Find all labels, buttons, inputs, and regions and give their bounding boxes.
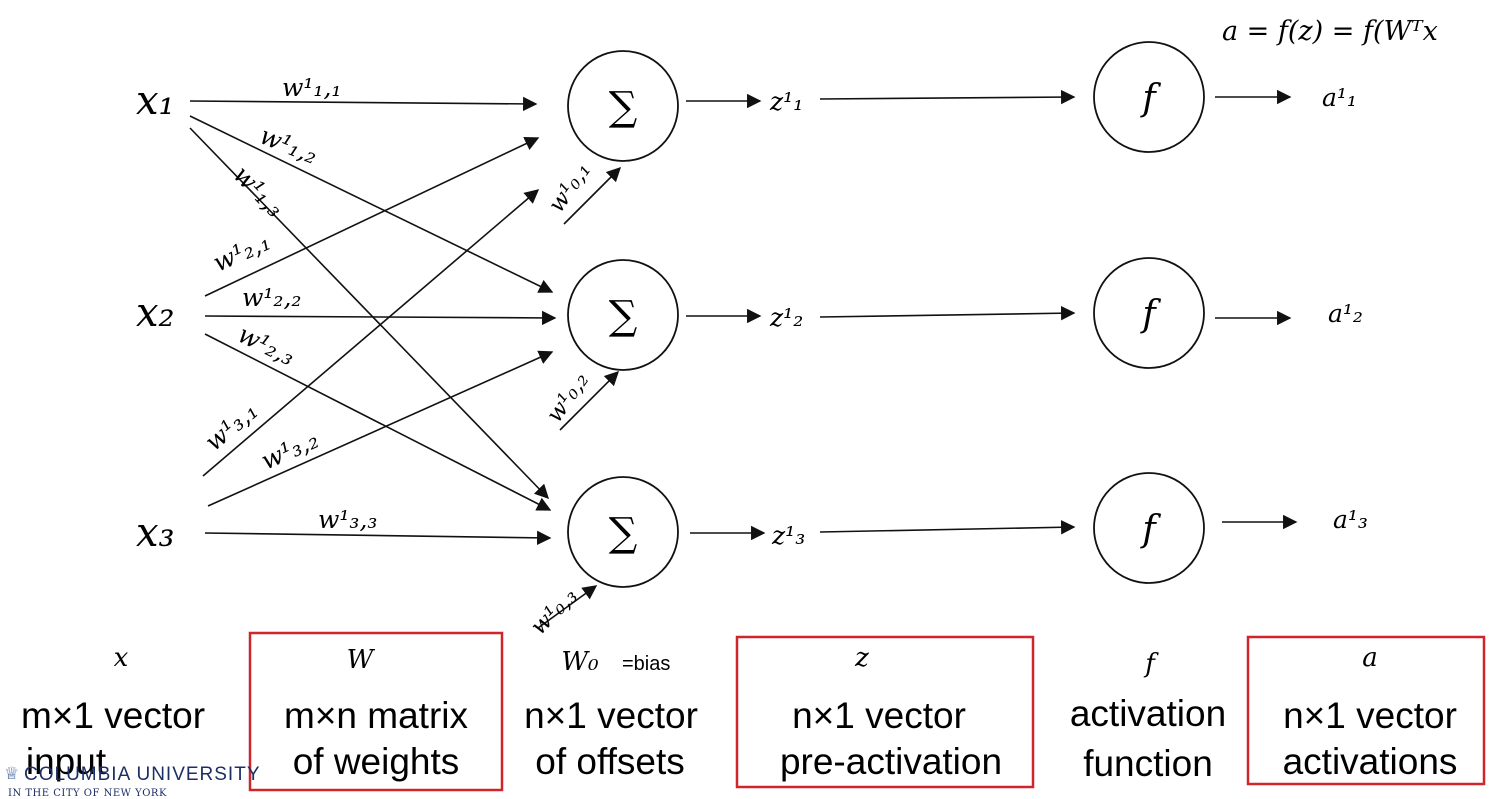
preact-label-z2: z¹₂ [769, 303, 803, 332]
edge-w21 [204, 137, 540, 297]
logo-name: COLUMBIA UNIVERSITY [24, 764, 261, 785]
legend-line2: activations [1283, 741, 1458, 782]
university-logo: ♕ COLUMBIA UNIVERSITY IN THE CITY OF NEW… [4, 764, 261, 799]
legend-weights: W m×n matrix of weights [284, 645, 469, 782]
legend-line1: m×n matrix [284, 695, 469, 736]
edge-bias-3 [537, 585, 598, 629]
legend-input: x m×1 vector input [21, 643, 205, 782]
weight-label-w12: w¹₁,₂ [256, 121, 322, 170]
highlight-box-activations [1246, 635, 1486, 786]
legend-line1: n×1 vector [792, 695, 966, 736]
legend-line2: function [1083, 743, 1213, 784]
edge-bias-2 [559, 370, 620, 431]
input-label-x2: x₂ [136, 290, 175, 336]
highlight-box-preactivation [735, 635, 1035, 789]
activation-node-2: f [1093, 257, 1205, 369]
legend-symbol: W [347, 645, 376, 675]
legend-line2: pre-activation [780, 741, 1002, 782]
legend-symbol: x [114, 643, 129, 673]
legend-symbol: W₀ [561, 647, 599, 677]
weight-label-w11: w¹₁,₁ [282, 73, 341, 102]
activation-node-3: f [1093, 472, 1205, 584]
edge-w22 [204, 310, 557, 326]
weight-label-w32: w¹₃,₂ [257, 425, 323, 476]
edge-w23 [204, 333, 552, 511]
edge-w32 [207, 350, 554, 507]
sum-symbol: ∑ [609, 293, 638, 339]
legend-line1: activation [1070, 693, 1226, 734]
preact-label-z1: z¹₁ [769, 87, 803, 116]
sum-node-1: ∑ [567, 50, 679, 162]
legend-line2: of offsets [535, 741, 684, 782]
weight-label-w22: w¹₂,₂ [242, 283, 301, 312]
bias-label-2: w¹₀,₂ [542, 368, 595, 428]
sum-node-2: ∑ [567, 259, 679, 371]
output-label-a3: a¹₃ [1333, 505, 1368, 534]
input-label-x1: x₁ [136, 78, 175, 124]
legend-line1: n×1 vector [524, 695, 698, 736]
output-label-a2: a¹₂ [1328, 299, 1363, 328]
legend-activations: a n×1 vector activations [1283, 643, 1458, 782]
legend-line1: m×1 vector [21, 695, 205, 736]
legend-note: =bias [622, 653, 670, 675]
legend-symbol: a [1362, 643, 1378, 673]
sum-symbol: ∑ [609, 510, 638, 556]
preact-label-z3: z¹₃ [771, 521, 805, 550]
weight-label-w13: w¹₁,₃ [228, 160, 290, 223]
weight-label-w21: w¹₂,₁ [209, 227, 275, 278]
bias-edges [537, 166, 622, 629]
sum-node-3: ∑ [567, 476, 679, 588]
input-label-x3: x₃ [136, 510, 175, 556]
activation-node-1: f [1093, 41, 1205, 153]
logo-crown-icon: ♕ [4, 764, 19, 784]
legend-preactivation: z n×1 vector pre-activation [780, 643, 1002, 782]
legend-offsets: W₀ =bias n×1 vector of offsets [524, 647, 698, 782]
edge-w13 [189, 127, 550, 500]
edge-w33 [204, 530, 552, 546]
weight-edges [189, 96, 557, 546]
sum-symbol: ∑ [609, 84, 638, 130]
legend-symbol: f [1143, 649, 1159, 679]
legend-activation-function: f activation function [1070, 649, 1226, 784]
formula-text: a = f(z) = f(Wᵀx [1222, 16, 1438, 47]
edge-w31 [202, 189, 540, 477]
weight-label-w31: w¹₃,₁ [199, 396, 263, 456]
edge-z3-f3 [819, 520, 1076, 535]
edge-z2-f2 [819, 306, 1076, 321]
weight-label-w33: w¹₃,₃ [318, 505, 377, 534]
output-label-a1: a¹₁ [1322, 83, 1357, 112]
legend-line2: input [26, 741, 107, 782]
weight-label-w23: w¹₂,₃ [233, 319, 299, 371]
logo-tagline: IN THE CITY OF NEW YORK [8, 788, 167, 799]
bias-label-3: w¹₀,₃ [526, 583, 583, 640]
edge-w11 [189, 96, 538, 112]
edge-w12 [189, 115, 554, 293]
legend-line1: n×1 vector [1283, 695, 1457, 736]
legend-symbol: z [854, 643, 869, 673]
legend-line2: of weights [293, 741, 460, 782]
bias-label-1: w¹₀,₁ [544, 158, 597, 218]
highlight-box-weights [248, 631, 504, 792]
edge-bias-1 [563, 166, 622, 225]
edge-z1-f1 [819, 89, 1076, 105]
